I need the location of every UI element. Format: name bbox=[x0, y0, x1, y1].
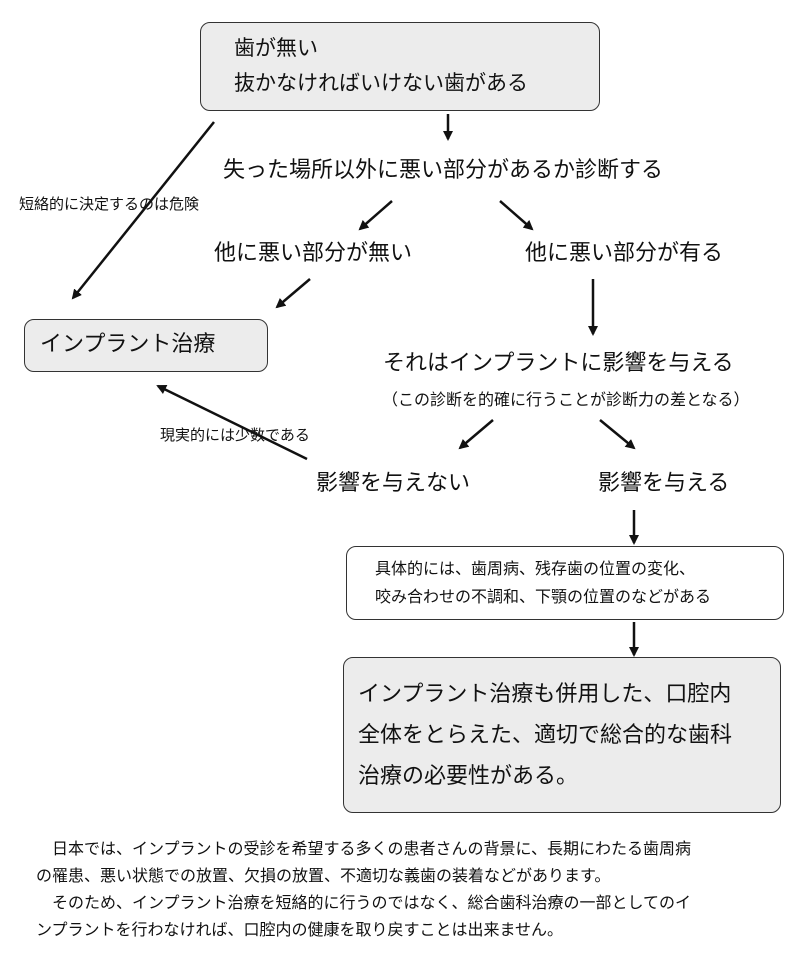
diagnose-node: 失った場所以外に悪い部分があるか診断する bbox=[223, 158, 664, 183]
arrow-affects-to-no-effect bbox=[458, 419, 494, 450]
rare-case-label: 現実的には少数である bbox=[160, 426, 310, 444]
paragraph-line: の罹患、悪い状態での放置、欠損の放置、不適切な義歯の装着などがあります。 bbox=[36, 866, 611, 885]
shortcut-danger-label: 短絡的に決定するのは危険 bbox=[19, 195, 200, 213]
diagnosis-note: （この診断を的確に行うことが診断力の差となる） bbox=[382, 390, 750, 409]
effect-details-line: 咬み合わせの不調和、下顎の位置のなどがある bbox=[375, 587, 712, 606]
start-node-line: 抜かなければいけない歯がある bbox=[234, 71, 528, 95]
conclusion-line: 全体をとらえた、適切で総合的な歯科 bbox=[358, 723, 733, 748]
explanation-paragraph: 日本では、インプラントの受診を希望する多くの患者さんの背景に、長期にわたる歯周病… bbox=[36, 835, 776, 889]
arrow-diagnose-to-has-bad bbox=[499, 200, 534, 231]
affects-implant-node: それはインプラントに影響を与える bbox=[383, 351, 734, 376]
conclusion-line: 治療の必要性がある。 bbox=[358, 764, 579, 789]
has-bad-part-node: 他に悪い部分が有る bbox=[525, 241, 724, 266]
arrow-start-to-implant-shortcut bbox=[71, 121, 215, 300]
no-bad-part-node: 他に悪い部分が無い bbox=[214, 241, 413, 266]
explanation-paragraph: そのため、インプラント治療を短絡的に行うのではなく、総合歯科治療の一部としてのイ… bbox=[36, 889, 776, 943]
arrow-affects-to-effect bbox=[599, 419, 636, 450]
arrow-diagnose-to-no-bad bbox=[358, 200, 393, 231]
implant-node: インプラント治療 bbox=[24, 319, 268, 372]
paragraph-line: 日本では、インプラントの受診を希望する多くの患者さんの背景に、長期にわたる歯周病 bbox=[36, 839, 692, 858]
paragraph-line: ンプラントを行わなければ、口腔内の健康を取り戻すことは出来ません。 bbox=[36, 920, 564, 939]
implant-node-label: インプラント治療 bbox=[40, 332, 216, 357]
effect-details-node: 具体的には、歯周病、残存歯の位置の変化、 咬み合わせの不調和、下顎の位置のなどが… bbox=[346, 546, 784, 620]
effect-details-line: 具体的には、歯周病、残存歯の位置の変化、 bbox=[375, 559, 696, 578]
conclusion-line: インプラント治療も併用した、口腔内 bbox=[358, 682, 732, 707]
arrow-no-bad-to-implant bbox=[275, 278, 311, 309]
start-node-line: 歯が無い bbox=[234, 36, 318, 60]
conclusion-node: インプラント治療も併用した、口腔内 全体をとらえた、適切で総合的な歯科 治療の必… bbox=[343, 657, 781, 813]
arrow-no-effect-to-implant bbox=[156, 384, 308, 461]
effect-node: 影響を与える bbox=[598, 471, 730, 496]
paragraph-line: そのため、インプラント治療を短絡的に行うのではなく、総合歯科治療の一部としてのイ bbox=[36, 893, 692, 912]
start-node: 歯が無い 抜かなければいけない歯がある bbox=[200, 22, 600, 111]
no-effect-node: 影響を与えない bbox=[316, 471, 471, 496]
